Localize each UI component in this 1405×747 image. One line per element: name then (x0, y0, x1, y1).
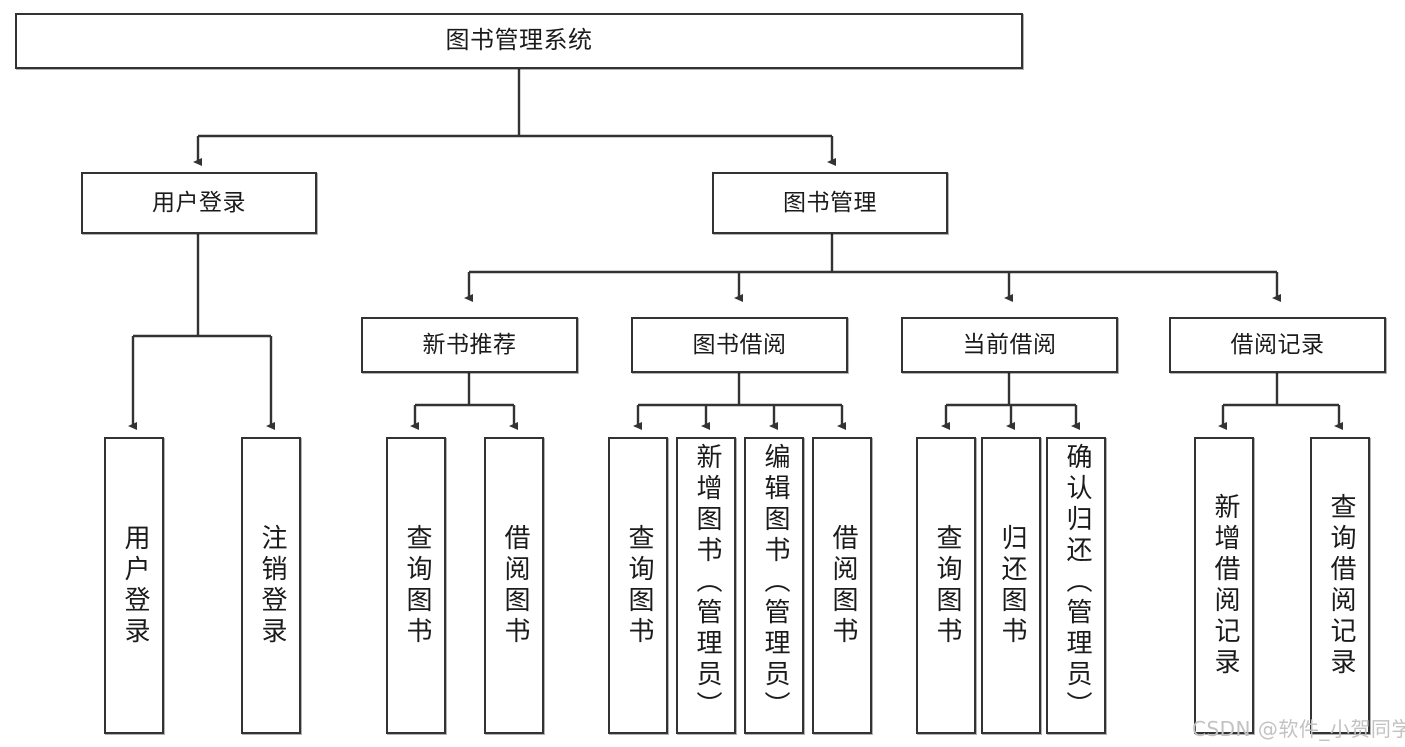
node-root-system[interactable]: 图书管理系统 (15, 13, 1023, 69)
node-current-borrow[interactable]: 当前借阅 (901, 317, 1118, 373)
leaf-current-borrow-query[interactable]: 查询图书 (916, 437, 976, 734)
leaf-book-borrow-add[interactable]: 新增图书（管理员） (676, 437, 736, 734)
node-book-borrow[interactable]: 图书借阅 (631, 317, 848, 373)
leaf-current-borrow-return[interactable]: 归还图书 (981, 437, 1041, 734)
leaf-user-login-logout[interactable]: 注销登录 (241, 437, 301, 734)
node-label: 新增图书（管理员） (691, 443, 722, 722)
leaf-new-book-borrow[interactable]: 借阅图书 (484, 437, 544, 734)
node-label: 图书借阅 (692, 331, 787, 358)
node-label: 新书推荐 (422, 331, 517, 358)
node-label: 借阅记录 (1230, 331, 1325, 358)
node-label: 当前借阅 (962, 331, 1057, 358)
leaf-book-borrow-edit[interactable]: 编辑图书（管理员） (744, 437, 804, 734)
leaf-borrow-record-add[interactable]: 新增借阅记录 (1194, 437, 1254, 734)
node-borrow-record[interactable]: 借阅记录 (1169, 317, 1386, 373)
node-label: 图书管理 (783, 189, 877, 216)
node-label: 查询图书 (931, 523, 962, 648)
node-label: 图书管理系统 (445, 26, 593, 55)
node-label: 归还图书 (996, 523, 1027, 648)
node-book-management[interactable]: 图书管理 (712, 172, 948, 234)
node-label: 查询图书 (401, 523, 432, 648)
node-user-login[interactable]: 用户登录 (81, 172, 317, 234)
node-label: 注销登录 (256, 523, 287, 648)
leaf-user-login-login[interactable]: 用户登录 (104, 437, 164, 734)
node-label: 用户登录 (119, 523, 150, 648)
leaf-borrow-record-query[interactable]: 查询借阅记录 (1310, 437, 1370, 734)
leaf-new-book-query[interactable]: 查询图书 (386, 437, 446, 734)
node-label: 借阅图书 (499, 523, 530, 648)
node-label: 编辑图书（管理员） (759, 443, 790, 722)
watermark-text: CSDN @软件_小贺同学 (1192, 717, 1405, 741)
node-label: 新增借阅记录 (1209, 492, 1240, 679)
node-new-book-recommend[interactable]: 新书推荐 (361, 317, 578, 373)
node-label: 确认归还（管理员） (1061, 443, 1092, 722)
leaf-book-borrow-query[interactable]: 查询图书 (608, 437, 668, 734)
node-label: 查询借阅记录 (1325, 492, 1356, 679)
node-label: 查询图书 (623, 523, 654, 648)
node-label: 借阅图书 (827, 523, 858, 648)
leaf-current-borrow-confirm-return[interactable]: 确认归还（管理员） (1046, 437, 1106, 734)
leaf-book-borrow-borrow[interactable]: 借阅图书 (812, 437, 872, 734)
node-label: 用户登录 (152, 189, 246, 216)
